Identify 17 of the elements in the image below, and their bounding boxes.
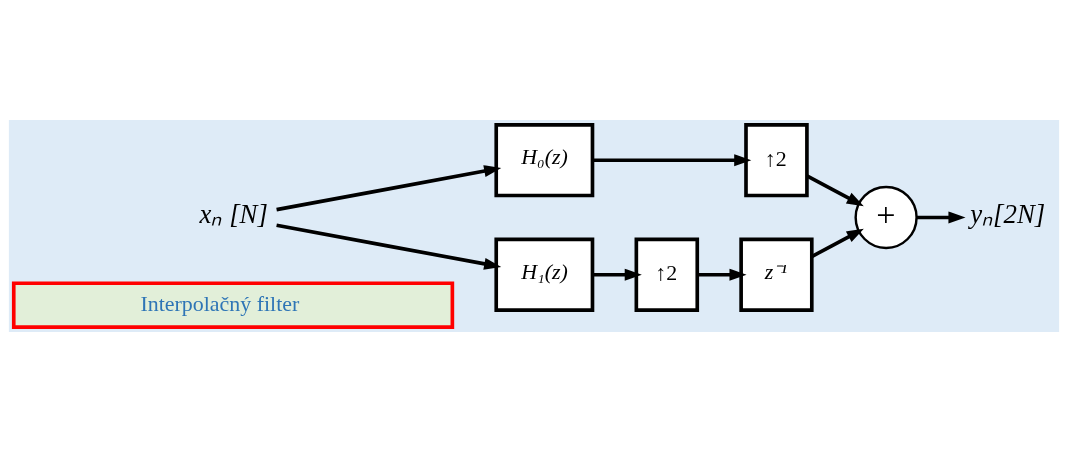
node-box: ↑2 — [744, 123, 809, 198]
arrow — [276, 223, 502, 270]
arrow — [592, 154, 752, 167]
arrow — [811, 228, 864, 258]
node-text: yₙ[2N] — [970, 199, 1046, 230]
arrow — [806, 174, 864, 207]
arrow — [697, 268, 747, 281]
node-circle: + — [854, 185, 918, 250]
arrow — [592, 268, 642, 281]
node-box: z⁻¹ — [739, 237, 814, 312]
node-text: xₙ [N] — [199, 199, 268, 230]
node-box: H₀(z) — [494, 123, 595, 198]
node-box: H₁(z) — [494, 237, 595, 312]
arrow — [916, 211, 966, 224]
arrow — [276, 165, 502, 212]
node-box: Interpolačný filter — [11, 281, 455, 329]
node-box: ↑2 — [634, 237, 700, 312]
